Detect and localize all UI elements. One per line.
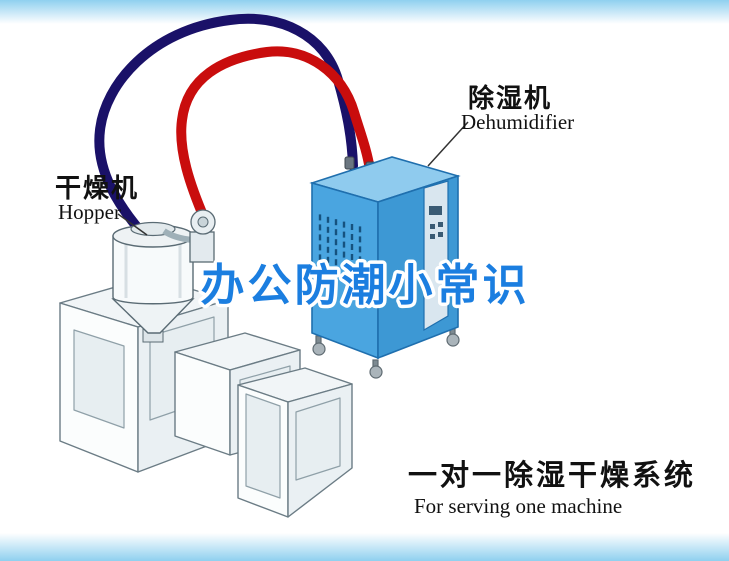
top-gradient-band xyxy=(0,0,729,24)
hopper-callout-line xyxy=(117,213,148,236)
hopper-dryer xyxy=(111,209,216,343)
dehumidifier-label-zh: 除湿机 xyxy=(468,83,553,113)
dehumidifier-label-en: Dehumidifier xyxy=(461,110,575,134)
vent-louvers xyxy=(318,214,362,273)
bottom-gradient-band xyxy=(0,533,729,561)
caster-wheels xyxy=(312,327,460,379)
dry-air-hose-red xyxy=(176,46,375,225)
system-caption-zh: 一对一除湿干燥系统 xyxy=(408,460,697,492)
control-panel xyxy=(423,180,449,332)
watermark-text: 办公防潮小常识 xyxy=(201,261,530,310)
system-caption-en: For serving one machine xyxy=(414,494,623,518)
dehumidifier-callout-line xyxy=(427,121,469,167)
dehumidifier-unit xyxy=(309,156,461,379)
hopper-label-zh: 干燥机 xyxy=(55,173,140,203)
extruder-machine xyxy=(59,276,353,518)
hopper-label-en: Hopper xyxy=(58,200,121,224)
